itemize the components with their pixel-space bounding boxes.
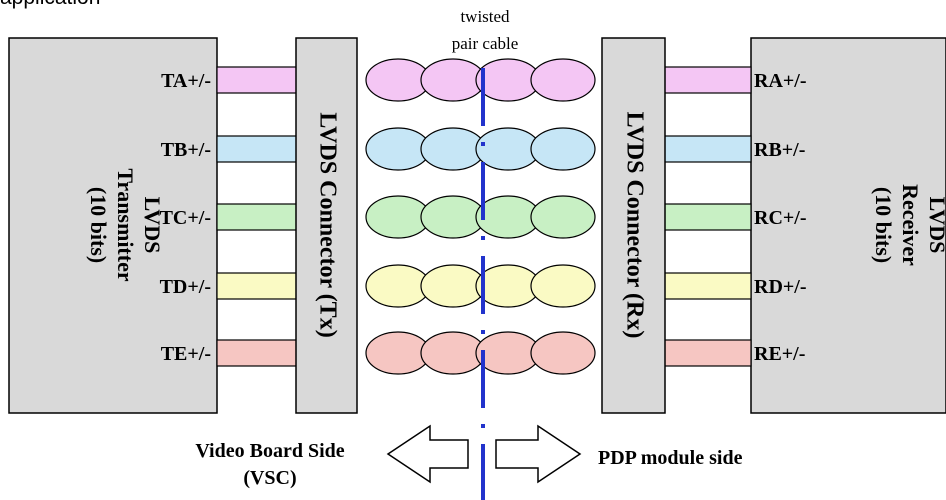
transmitter-box [8,37,218,414]
twisted-loop-d-4 [530,264,596,308]
transmitter-line1: LVDS [140,197,165,254]
stripe-tx-e [216,339,308,367]
channel-label-tx-e: TE+/- [161,343,211,365]
channel-label-rx-c: RC+/- [754,207,807,229]
connector-tx-box [295,37,358,414]
channel-group: TA+/- RA+/- TB+/- RB+/- TC+/- RC+/- TD+/- RD+/-… [160,58,807,375]
connector-rx-label: LVDS Connector (Rx) [621,112,647,339]
receiver-line2: Receiver [898,184,923,266]
transmitter-label: LVDS Transmitter (10 bits) [86,168,165,281]
header-fragment: application [0,0,100,9]
stripe-tx-c [216,203,308,231]
receiver-line1: LVDS [925,197,946,254]
connector-rx-label-group: LVDS Connector (Rx) [621,112,647,339]
receiver-label: LVDS Receiver (10 bits) [871,184,946,266]
twisted-loop-a-4 [530,58,596,102]
right-arrow [495,424,582,484]
channel-label-rx-a: RA+/- [754,70,807,92]
connector-tx-label: LVDS Connector (Tx) [314,112,340,337]
right-side-label: PDP module side [598,447,743,469]
stripe-rx-c [654,203,752,231]
connector-tx-label-group: LVDS Connector (Tx) [314,112,340,337]
channel-label-tx-d: TD+/- [160,276,211,298]
twisted-loop-e-4 [530,331,596,375]
transmitter-line3: (10 bits) [86,187,111,263]
channel-label-tx-a: TA+/- [161,70,211,92]
twisted-loop-c-4 [530,195,596,239]
stripe-tx-d [216,272,308,300]
transmitter-line2: Transmitter [113,168,138,281]
cable-label-line2: pair cable [452,34,519,53]
receiver-box [750,37,946,414]
stripe-tx-b [216,135,308,163]
channel-label-rx-d: RD+/- [754,276,807,298]
twisted-loop-b-4 [530,127,596,171]
connector-rx-box [601,37,666,414]
cable-label-line1: twisted [460,7,510,26]
stripe-tx-a [216,66,308,94]
stripe-rx-a [654,66,752,94]
left-arrow [386,424,469,484]
channel-label-tx-b: TB+/- [161,139,211,161]
stripe-rx-b [654,135,752,163]
left-side-label-line1: Video Board Side [195,440,344,462]
channel-label-rx-e: RE+/- [754,343,805,365]
channel-label-rx-b: RB+/- [754,139,805,161]
stripe-rx-d [654,272,752,300]
left-side-label-line2: (VSC) [243,467,296,489]
receiver-line3: (10 bits) [871,187,896,263]
channel-label-tx-c: TC+/- [160,207,211,229]
stripe-rx-e [654,339,752,367]
